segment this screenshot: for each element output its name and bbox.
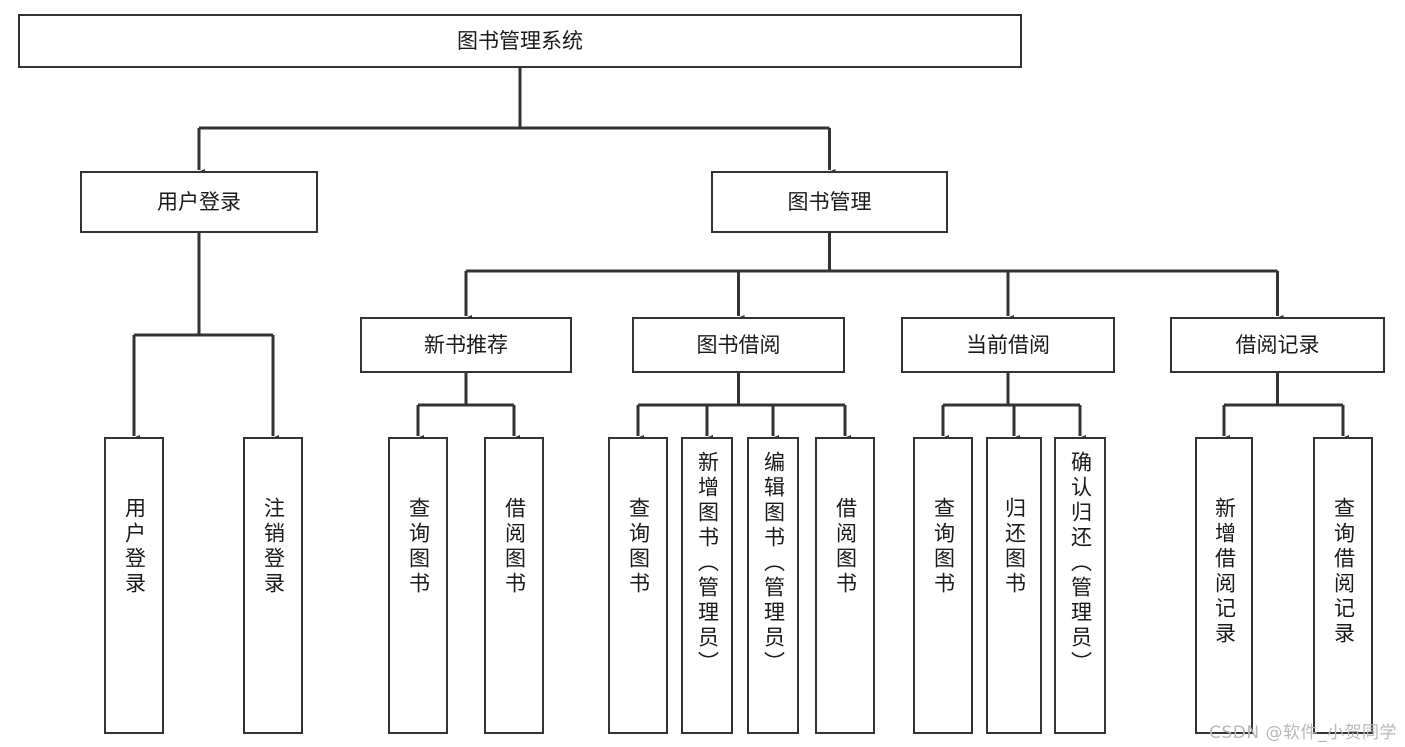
node-label: 归还图书 [1002,497,1027,597]
node-label: 编辑图书（管理员） [761,451,786,676]
node-label: 图书管理系统 [457,28,583,53]
node-label: 新书推荐 [424,332,508,357]
node-label: 用户登录 [122,497,147,597]
node-label: 用户登录 [157,189,241,214]
node-leaf-current-confirm-return[interactable]: 确认归还（管理员） [1054,437,1106,734]
node-leaf-user-login[interactable]: 用户登录 [104,437,164,734]
node-leaf-record-query[interactable]: 查询借阅记录 [1313,437,1373,734]
node-new-book-rec[interactable]: 新书推荐 [360,317,572,373]
node-borrow-record[interactable]: 借阅记录 [1170,317,1385,373]
node-label: 当前借阅 [966,332,1050,357]
node-leaf-borrow-borrow-book[interactable]: 借阅图书 [815,437,875,734]
node-label: 查询图书 [406,497,431,597]
node-label: 图书管理 [787,189,872,214]
node-label: 确认归还（管理员） [1068,451,1093,676]
node-leaf-borrow-edit-book[interactable]: 编辑图书（管理员） [747,437,799,734]
node-leaf-rec-borrow-book[interactable]: 借阅图书 [484,437,544,734]
node-label: 图书借阅 [696,332,781,357]
node-label: 借阅记录 [1235,332,1320,357]
node-leaf-user-logout[interactable]: 注销登录 [243,437,303,734]
node-book-manage[interactable]: 图书管理 [711,171,948,233]
node-label: 借阅图书 [833,497,858,597]
node-leaf-borrow-add-book[interactable]: 新增图书（管理员） [681,437,733,734]
node-leaf-record-add[interactable]: 新增借阅记录 [1195,437,1253,734]
node-book-borrow[interactable]: 图书借阅 [632,317,845,373]
node-label: 新增图书（管理员） [695,451,720,676]
node-label: 注销登录 [261,497,286,597]
node-leaf-rec-query-book[interactable]: 查询图书 [388,437,448,734]
node-label: 查询借阅记录 [1331,497,1356,647]
node-leaf-borrow-query-book[interactable]: 查询图书 [608,437,668,734]
node-leaf-current-return-book[interactable]: 归还图书 [986,437,1042,734]
node-current-borrow[interactable]: 当前借阅 [901,317,1115,373]
node-user-login[interactable]: 用户登录 [80,171,318,233]
node-label: 借阅图书 [502,497,527,597]
node-label: 新增借阅记录 [1212,497,1237,647]
node-label: 查询图书 [931,497,956,597]
node-leaf-current-query-book[interactable]: 查询图书 [913,437,973,734]
node-label: 查询图书 [626,497,651,597]
node-root[interactable]: 图书管理系统 [18,14,1022,68]
watermark-text: CSDN @软件_小贺同学 [1209,723,1397,743]
